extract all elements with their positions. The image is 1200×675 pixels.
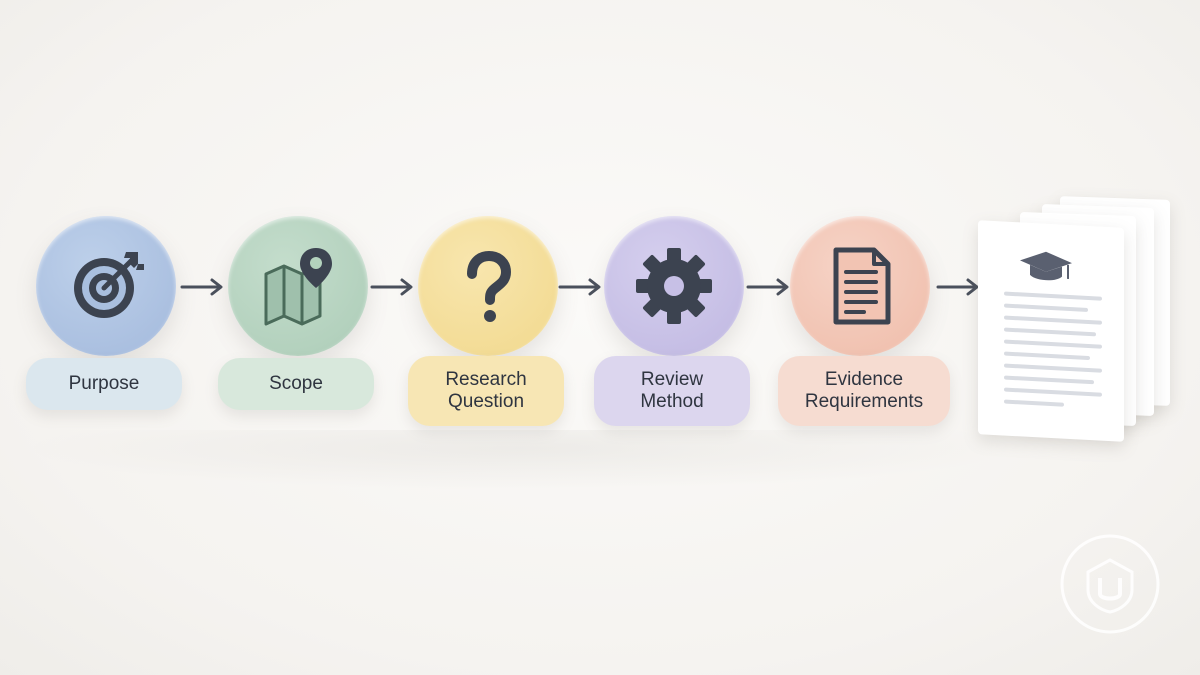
- arrow-icon: [558, 278, 601, 296]
- arrow-icon: [180, 278, 223, 296]
- step-label: Scope: [218, 358, 374, 410]
- evidence-requirements-circle: [790, 216, 930, 356]
- graduation-cap-icon: [1020, 251, 1072, 281]
- step-scope: Scope: [218, 0, 378, 675]
- map-pin-icon: [264, 248, 332, 326]
- purpose-circle: [36, 216, 176, 356]
- document-icon: [833, 247, 891, 325]
- watermark-logo-icon: [1060, 534, 1160, 634]
- arrow-icon: [370, 278, 413, 296]
- document-lines: [1004, 251, 1102, 407]
- review-method-circle: [604, 216, 744, 356]
- arrow-icon: [746, 278, 789, 296]
- front-document-sheet: [978, 220, 1124, 442]
- target-icon: [74, 252, 144, 318]
- scope-circle: [228, 216, 368, 356]
- step-label: Review Method: [594, 356, 750, 426]
- output-document-stack: [976, 196, 1176, 442]
- question-icon: [467, 250, 512, 322]
- step-evidence-requirements: Evidence Requirements: [778, 0, 950, 675]
- step-label: Purpose: [26, 358, 182, 410]
- step-research-question: Research Question: [408, 0, 568, 675]
- gear-icon: [636, 248, 712, 324]
- step-label: Research Question: [408, 356, 564, 426]
- research-question-circle: [418, 216, 558, 356]
- arrow-icon: [936, 278, 979, 296]
- step-label: Evidence Requirements: [778, 356, 950, 426]
- step-purpose: Purpose: [26, 0, 186, 675]
- step-review-method: Review Method: [594, 0, 754, 675]
- ground-shadow: [20, 430, 1020, 490]
